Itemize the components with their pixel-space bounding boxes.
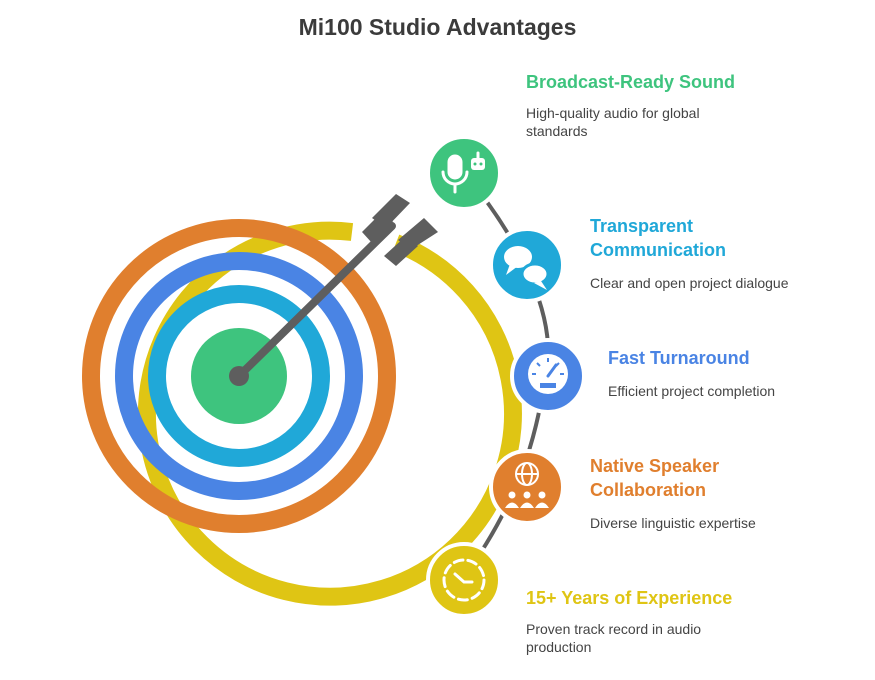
badge-experience [426, 542, 502, 618]
globe-people-icon [505, 462, 549, 508]
item-fast-turnaround: Fast Turnaround Efficient project comple… [608, 346, 848, 400]
item-broadcast-ready-sound: Broadcast-Ready Sound High-quality audio… [526, 70, 756, 140]
target [82, 219, 522, 606]
clock-history-icon [442, 558, 486, 602]
speedometer-icon [528, 354, 568, 394]
item-description: High-quality audio for global standards [526, 105, 700, 139]
page-title: Mi100 Studio Advantages [298, 14, 577, 40]
item-description: Efficient project completion [608, 383, 776, 399]
item-heading: Broadcast-Ready Sound [526, 72, 736, 92]
microphone-robot-icon [441, 151, 485, 194]
target-ring-orange [82, 219, 396, 533]
item-heading: Fast Turnaround [608, 348, 750, 368]
badge-turnaround [510, 338, 586, 414]
item-heading: 15+ Years of Experience [526, 588, 733, 608]
arrow [229, 194, 438, 386]
chat-bubbles-icon [504, 246, 550, 290]
target-ring-cyan [148, 285, 330, 467]
item-years-of-experience: 15+ Years of Experience Proven track rec… [526, 586, 756, 656]
item-description: Clear and open project dialogue [590, 275, 789, 291]
item-description: Proven track record in audio production [526, 621, 702, 655]
target-ring-blue [115, 252, 363, 500]
badge-broadcast [426, 135, 502, 211]
item-native-speaker-collaboration: Native Speaker Collaboration Diverse lin… [590, 454, 830, 532]
badge-communication [489, 227, 565, 303]
target-ring-yellow [138, 221, 522, 606]
item-description: Diverse linguistic expertise [590, 515, 756, 531]
item-transparent-communication: Transparent Communication Clear and open… [590, 214, 830, 292]
badge-native-speaker [489, 449, 565, 525]
item-heading: Native Speaker Collaboration [590, 456, 720, 500]
item-heading: Transparent Communication [590, 216, 727, 260]
